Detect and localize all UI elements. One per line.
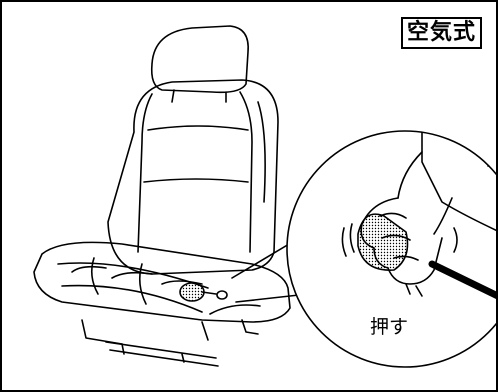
- action-label: 押す: [370, 316, 409, 338]
- seat-cushion: [33, 241, 291, 323]
- seat-frame-rails: [81, 319, 259, 367]
- pump-bulb-on-seat: [179, 282, 228, 302]
- headrest: [150, 25, 249, 103]
- seat-back: [107, 79, 279, 275]
- mode-label: 空気式: [401, 17, 483, 49]
